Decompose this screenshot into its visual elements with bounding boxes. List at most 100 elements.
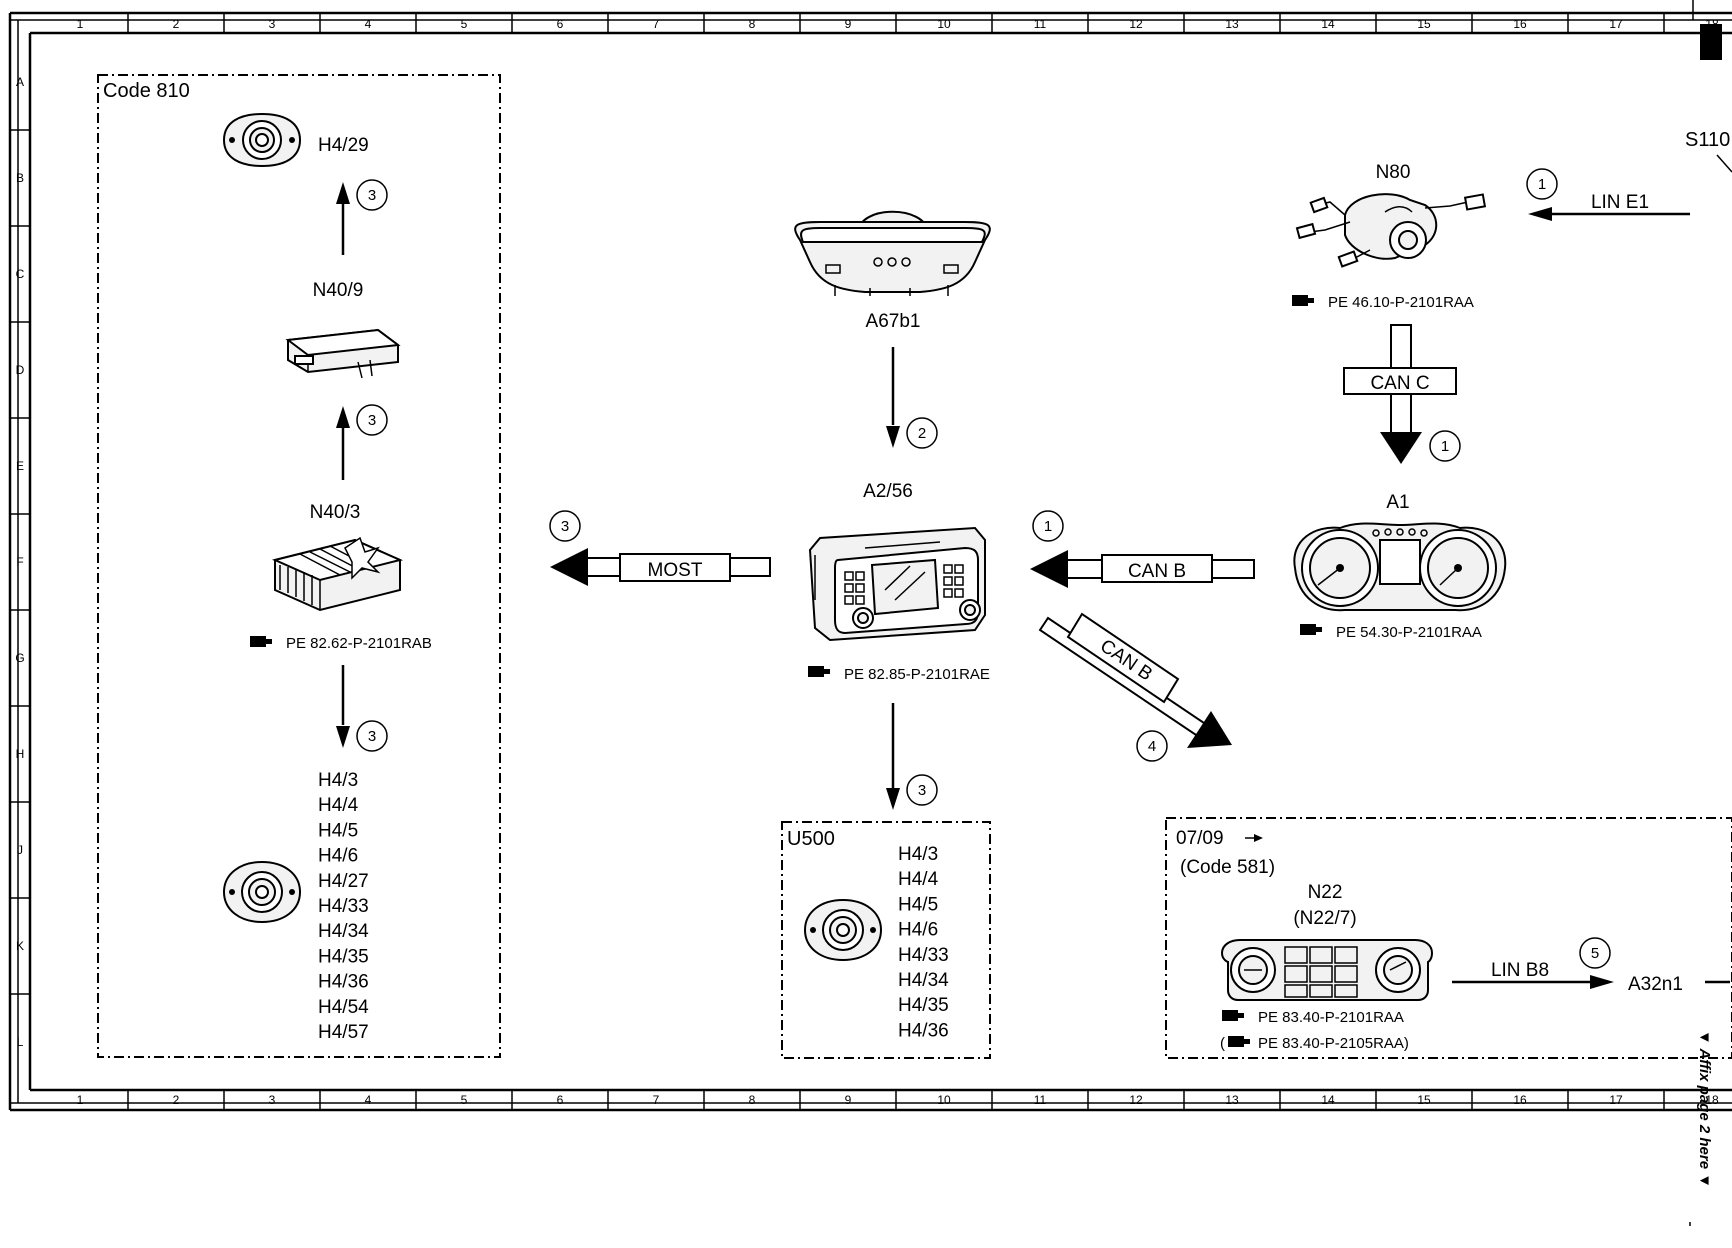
speaker-label: H4/34 xyxy=(898,970,949,991)
grid-column-label: 8 xyxy=(749,1093,756,1107)
speaker-label: H4/36 xyxy=(318,972,369,993)
grid-column-label: 16 xyxy=(1513,17,1527,31)
grid-row-label: G xyxy=(15,651,24,665)
reference-icon xyxy=(1222,1010,1244,1021)
grid-column-label: 11 xyxy=(1034,1093,1047,1107)
grid-column-label: 1 xyxy=(77,1093,84,1107)
n80-reference: PE 46.10-P-2101RAA xyxy=(1328,294,1474,311)
n22-reference-2: PE 83.40-P-2105RAA) xyxy=(1258,1035,1409,1052)
speaker-label: H4/4 xyxy=(318,795,359,816)
marker-3: 3 xyxy=(356,404,388,436)
can-b-bus-arrow: CAN B xyxy=(1030,550,1255,588)
svg-text:1: 1 xyxy=(1044,518,1052,535)
grid-column-label: 6 xyxy=(557,1093,564,1107)
reference-icon xyxy=(1228,1036,1250,1047)
svg-text:1: 1 xyxy=(1538,176,1546,193)
speaker-label: H4/35 xyxy=(318,946,369,967)
a2-56-reference: PE 82.85-P-2101RAE xyxy=(844,666,990,683)
grid-column-label: 11 xyxy=(1034,17,1047,31)
steering-column-module-icon xyxy=(1295,193,1487,268)
marker-5: 5 xyxy=(1579,937,1611,969)
reference-icon xyxy=(250,636,272,647)
speaker-label: H4/6 xyxy=(318,846,358,867)
svg-text:5: 5 xyxy=(1591,945,1599,962)
svg-text:(: ( xyxy=(1220,1035,1225,1052)
grid-column-label: 15 xyxy=(1417,1093,1431,1107)
affix-note: ▼ Affix page 2 here ▼ xyxy=(1696,1030,1713,1188)
rearview-mirror-icon xyxy=(794,210,991,296)
left-speaker-list: H4/3H4/4H4/5H4/6H4/27H4/33H4/34H4/35H4/3… xyxy=(318,770,369,1043)
marker-1: 1 xyxy=(1526,168,1558,200)
marker-2: 2 xyxy=(906,417,938,449)
lin-b8-label: LIN B8 xyxy=(1491,960,1549,981)
grid-column-label: 6 xyxy=(557,17,564,31)
grid-column-label: 13 xyxy=(1225,1093,1239,1107)
speaker-label: H4/35 xyxy=(898,995,949,1016)
grid-column-label: 9 xyxy=(845,1093,852,1107)
grid-row-label: K xyxy=(16,939,24,953)
svg-text:3: 3 xyxy=(561,518,569,535)
grid-column-label: 15 xyxy=(1417,17,1431,31)
reference-icon xyxy=(808,666,830,677)
u500-label: U500 xyxy=(787,828,835,850)
speaker-label: H4/5 xyxy=(318,820,358,841)
svg-text:3: 3 xyxy=(368,728,376,745)
speaker-label: H4/33 xyxy=(318,896,369,917)
n22-7-label: (N22/7) xyxy=(1293,908,1356,929)
grid-column-label: 17 xyxy=(1609,1093,1623,1107)
code810-group-box xyxy=(97,74,501,1058)
h4-29-label: H4/29 xyxy=(318,135,369,156)
code581-label: (Code 581) xyxy=(1180,857,1275,878)
grid-column-label: 17 xyxy=(1609,17,1623,31)
lin-e1-label: LIN E1 xyxy=(1591,192,1649,213)
marker-1: 1 xyxy=(1429,430,1461,462)
grid-row-label: L xyxy=(17,1035,24,1049)
n22-label: N22 xyxy=(1308,882,1343,903)
a1-reference: PE 54.30-P-2101RAA xyxy=(1336,624,1482,641)
speaker-label: H4/36 xyxy=(898,1020,949,1041)
speaker-icon xyxy=(803,898,883,962)
grid-column-label: 13 xyxy=(1225,17,1239,31)
speaker-icon xyxy=(222,112,302,168)
marker-4: 4 xyxy=(1136,730,1168,762)
svg-text:3: 3 xyxy=(368,412,376,429)
s110-label: S110 xyxy=(1685,129,1730,151)
speaker-label: H4/27 xyxy=(318,871,369,892)
marker-3: 3 xyxy=(906,774,938,806)
n40-9-label: N40/9 xyxy=(313,280,364,301)
can-b-diagonal-bus-arrow: CAN B xyxy=(1038,612,1232,748)
a2-56-label: A2/56 xyxy=(863,481,913,502)
speaker-icon xyxy=(222,860,302,924)
svg-text:2: 2 xyxy=(918,425,926,442)
speaker-label: H4/57 xyxy=(318,1022,369,1043)
grid-column-label: 4 xyxy=(365,17,372,31)
a1-label: A1 xyxy=(1386,492,1409,513)
grid-column-label: 5 xyxy=(461,1093,468,1107)
speaker-label: H4/3 xyxy=(318,770,358,791)
grid-row-label: E xyxy=(16,459,24,473)
n80-label: N80 xyxy=(1376,162,1411,183)
marker-3: 3 xyxy=(356,720,388,752)
grid-column-label: 3 xyxy=(269,1093,276,1107)
can-c-label: CAN C xyxy=(1370,373,1429,394)
instrument-cluster-icon xyxy=(1293,522,1507,612)
grid-column-label: 18 xyxy=(1705,1093,1719,1107)
grid-row-label: H xyxy=(16,747,25,761)
reference-icon xyxy=(1292,295,1314,306)
grid-column-label: 5 xyxy=(461,17,468,31)
grid-column-label: 2 xyxy=(173,17,180,31)
marker-3: 3 xyxy=(549,510,581,542)
grid-row-label: B xyxy=(16,171,24,185)
code581-date: 07/09 xyxy=(1176,828,1224,849)
marker-1: 1 xyxy=(1032,510,1064,542)
grid-column-label: 9 xyxy=(845,17,852,31)
grid-column-label: 7 xyxy=(653,17,660,31)
grid-row-label: F xyxy=(16,555,23,569)
grid-row-label: J xyxy=(17,843,23,857)
grid-row-label: A xyxy=(16,75,24,89)
n22-reference-1: PE 83.40-P-2101RAA xyxy=(1258,1009,1404,1026)
grid-column-label: 8 xyxy=(749,17,756,31)
code810-label: Code 810 xyxy=(103,80,190,102)
